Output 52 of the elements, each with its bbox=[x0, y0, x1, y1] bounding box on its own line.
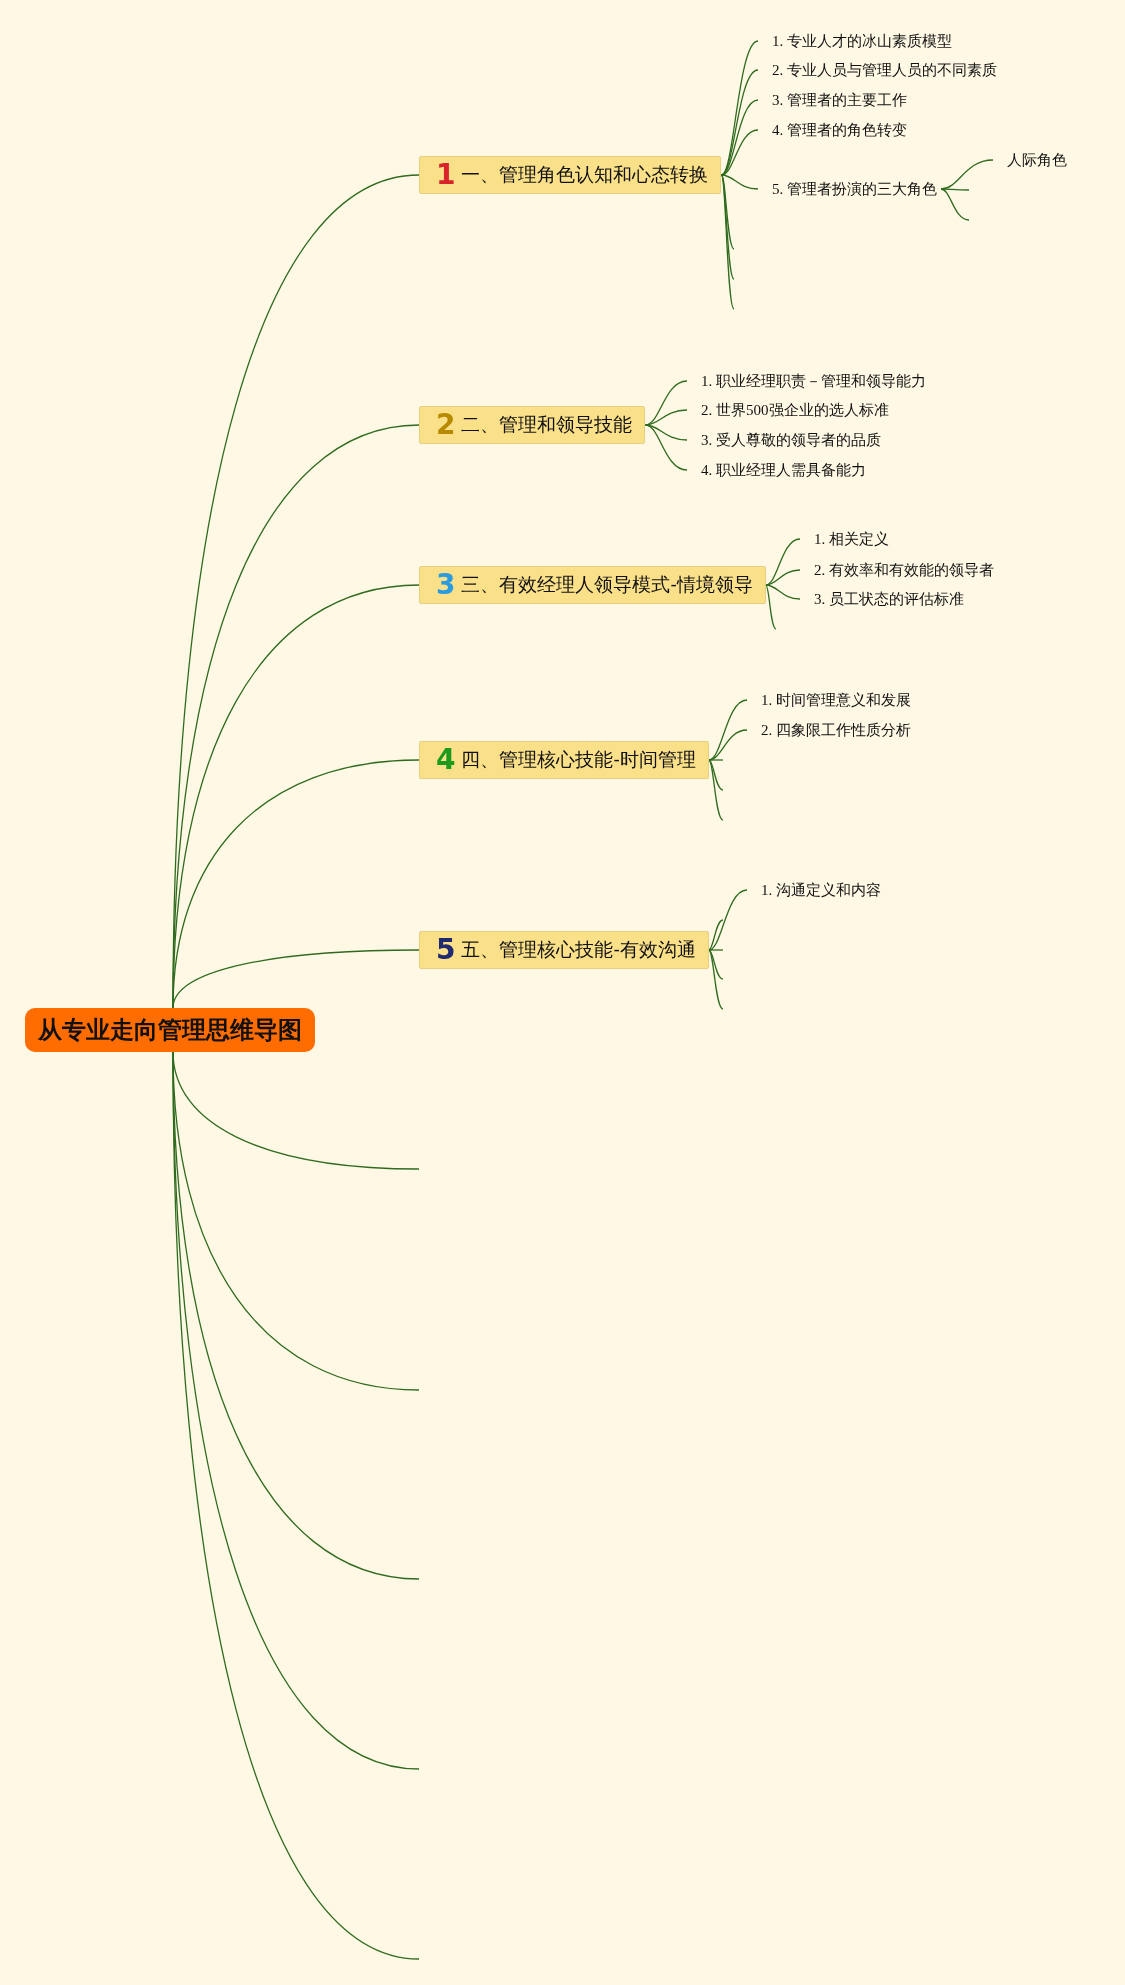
connector-line bbox=[765, 538, 801, 586]
topic-title: 一、管理角色认知和心态转换 bbox=[461, 163, 709, 187]
branch-line bbox=[940, 188, 970, 221]
connector-line bbox=[708, 889, 748, 951]
subtopic-text: 1. 时间管理意义和发展 bbox=[747, 690, 913, 710]
branch-line bbox=[708, 759, 724, 791]
subtopic-text: 1. 相关定义 bbox=[800, 529, 891, 549]
connector-line bbox=[720, 99, 759, 176]
central-topic-box: 从专业走向管理思维导图 bbox=[25, 1008, 315, 1052]
connector-line bbox=[720, 174, 759, 190]
connector-line bbox=[708, 699, 748, 761]
subtopic-text: 1. 专业人才的冰山素质模型 bbox=[758, 31, 954, 51]
subtopic-text: 3. 受人尊敬的领导者的品质 bbox=[687, 430, 883, 450]
branch-line bbox=[765, 584, 777, 630]
subtopic-text: 5. 管理者扮演的三大角色 bbox=[758, 179, 939, 199]
priority-number: 1 bbox=[436, 161, 456, 189]
subtopic-text: 4. 职业经理人需具备能力 bbox=[687, 460, 868, 480]
connector-line bbox=[765, 569, 801, 586]
branch-line bbox=[708, 919, 724, 951]
branch-line bbox=[940, 188, 970, 191]
connector-line bbox=[644, 424, 688, 471]
subtopic-text: 2. 四象限工作性质分析 bbox=[747, 720, 913, 740]
subtopic-text: 2. 有效率和有效能的领导者 bbox=[800, 560, 996, 580]
subtopic-text: 1. 沟通定义和内容 bbox=[747, 880, 883, 900]
topic-box bbox=[419, 741, 709, 779]
branch-line bbox=[708, 759, 724, 821]
subtopic-text: 3. 员工状态的评估标准 bbox=[800, 589, 966, 609]
subtopic-text: 1. 职业经理职责－管理和领导能力 bbox=[687, 371, 928, 391]
priority-number: 3 bbox=[436, 571, 456, 599]
topic-box bbox=[419, 931, 709, 969]
topic-title: 五、管理核心技能-有效沟通 bbox=[461, 938, 696, 962]
subtopic-text: 2. 世界500强企业的选人标准 bbox=[687, 400, 891, 420]
topic-box bbox=[419, 566, 766, 604]
topic-title: 二、管理和领导技能 bbox=[461, 413, 633, 437]
connector-line bbox=[765, 584, 801, 600]
topic-title: 三、有效经理人领导模式-情境领导 bbox=[461, 573, 753, 597]
topic-box bbox=[419, 406, 646, 444]
connector-line bbox=[644, 424, 688, 441]
branch-line bbox=[708, 949, 724, 1010]
branch-line bbox=[708, 949, 724, 951]
branch-line bbox=[708, 759, 724, 761]
priority-number: 4 bbox=[436, 746, 456, 774]
branch-line bbox=[708, 949, 724, 980]
topic-box bbox=[419, 156, 722, 194]
priority-number: 2 bbox=[436, 411, 456, 439]
subtopic-text: 人际角色 bbox=[993, 150, 1069, 170]
subtopic-text: 2. 专业人员与管理人员的不同素质 bbox=[758, 60, 999, 80]
branch-line bbox=[720, 174, 735, 250]
subtopic-text: 3. 管理者的主要工作 bbox=[758, 90, 909, 110]
priority-number: 5 bbox=[436, 936, 456, 964]
subtopic-text: 4. 管理者的角色转变 bbox=[758, 120, 909, 140]
topic-title: 四、管理核心技能-时间管理 bbox=[461, 748, 696, 772]
